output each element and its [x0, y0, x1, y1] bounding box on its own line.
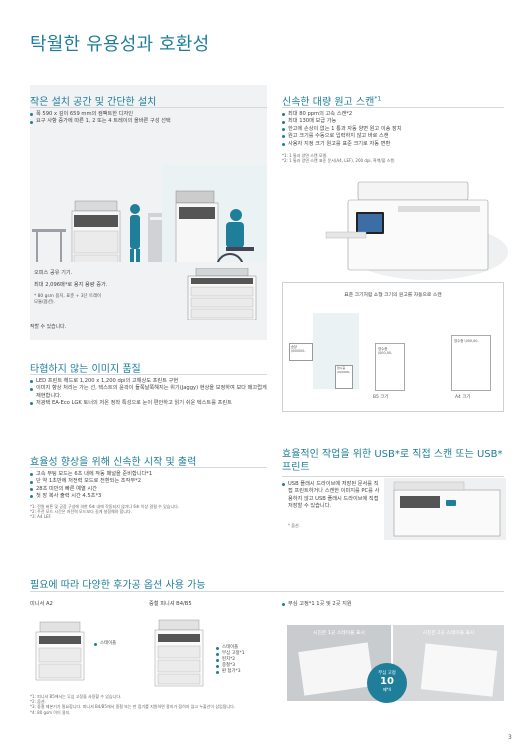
list-item: USB 플래시 드라이브에 저장된 문서를 직접 프린트하거나 스캔한 이미지를… — [282, 481, 380, 511]
productivity-bullets: 고속 부팅 모드는 6초 내에 작동 패널을 준비합니다*1 단 약 1초만에 … — [30, 471, 267, 501]
list-item: 무심 고정*1 — [216, 651, 245, 657]
list-item: 최대 130매 보급 가능 — [282, 118, 504, 125]
list-item: 저광택 EA-Eco LGK 토너의 저온 정착 특성으로 눈이 편안하고 읽기… — [30, 400, 267, 407]
mini-finisher-items: 스테이플 — [94, 641, 116, 647]
staple-photo-1-label: 시진은 1곳 스테이플 표시 — [313, 631, 365, 636]
usb-printer-image — [384, 478, 506, 540]
usb-note: * 옵션. — [288, 523, 300, 528]
list-item: 폭 590 x 깊이 659 mm의 컴팩트한 디자인 — [30, 111, 265, 118]
staple-badge: 무심 고정 10 매*4 — [367, 663, 407, 703]
list-item: 무심 고정*1 1곳 및 2곳 지원 — [282, 601, 352, 608]
office-panel: 오피스 공유 기기. 최대 2,096매*로 용지 용량 증가. * 80 gs… — [30, 262, 267, 322]
list-item: 최대 80 ppm의 고속 스캔*2 — [282, 111, 504, 118]
badge-line-2: 매*4 — [382, 687, 392, 692]
doc-invoice: 송장 \000000- — [289, 343, 313, 361]
footnote: *2: 1 통과 양면 스캔 표준 문서(A4, LEF), 200 dpi, … — [282, 158, 396, 164]
doc-label: 송장 \000000- — [291, 345, 306, 353]
staple-title: 무심 고정*1 1곳 및 2곳 지원 — [282, 601, 352, 608]
badge-number: 10 — [380, 676, 394, 687]
scanner-image — [325, 181, 508, 280]
tray-illustration — [187, 268, 257, 320]
list-item: 원고 크기를 수동으로 입력하지 않고 바로 스캔 — [282, 133, 504, 140]
usb-bullets: USB 플래시 드라이브에 저장된 문서를 직접 프린트하거나 스캔한 이미지를… — [282, 481, 380, 511]
productivity-divider — [30, 467, 267, 468]
list-item: 스테이플 — [94, 641, 116, 647]
productivity-title: 효율성 향상을 위해 신속한 시작 및 출력 — [30, 457, 197, 468]
list-item: 단 약 1초만에 저전력 모드로 전환되는 조작부*2 — [30, 478, 267, 485]
productivity-notes: *1: 전원 버튼 및 공장 구성에 의한 6초 내에 작동되지 않거나 6초 … — [30, 504, 267, 520]
doc-label: 영수증 \000,00- — [454, 339, 479, 343]
usb-title: 효율적인 작업을 위한 USB*로 직접 스캔 또는 USB* 프린트 — [282, 449, 503, 473]
finisher-notes: *1: 피니셔 B5에서는 무심 고정을 사용할 수 있습니다. *2: 옵션.… — [30, 694, 500, 715]
page-title: 탁월한 유용성과 호환성 — [30, 34, 210, 55]
finisher-divider — [30, 591, 504, 592]
install-title: 작은 설치 공간 및 간단한 설치 — [30, 97, 157, 108]
footnote: *2: 주전 모드 시간은 저전력 모드보다 길게 설정해야 합니다. — [30, 509, 132, 515]
footnote: *1: 전원 버튼 및 공장 구성에 의한 6초 내에 작동되지 않거나 6초 … — [30, 504, 180, 509]
page-number: 3 — [508, 734, 512, 741]
finisher-title: 필요에 따라 다양한 후가공 옵션 사용 가능 — [30, 580, 206, 591]
quality-title: 타협하지 않는 이미지 품질 — [30, 364, 141, 375]
office-note: * 80 gsm 용지, 표준 + 3단 트레이 모듈(옵션). — [34, 294, 102, 305]
office-line-1: 오피스 공유 기기. — [34, 270, 73, 276]
usb-divider — [282, 476, 504, 477]
list-item: 이미지 향상 처리는 가는 선, 텍스트의 윤곽이 들쭉날쭉해지는 위기(Jag… — [30, 385, 267, 400]
list-item: 고속 부팅 모드는 6초 내에 작동 패널을 준비합니다*1 — [30, 471, 267, 478]
paper-stack-1 — [298, 642, 374, 696]
staple-photo-2-label: 시진은 2곳 스테이플 표시 — [422, 631, 475, 636]
list-item: LED 프린트 헤드로 1,200 x 1,200 dpi의 고해상도 프린트 … — [30, 378, 267, 385]
scan-divider — [282, 107, 504, 108]
footnote: *2: 옵션. — [30, 699, 46, 705]
scan-title-text: 신속한 대량 원고 스캔 — [282, 97, 375, 108]
list-item: 중철*3 — [216, 663, 245, 669]
doc-a4: 영수증 \000,00- — [451, 335, 491, 391]
list-item: 28초 미만의 빠른 예열 시간 — [30, 486, 267, 493]
install-divider — [30, 107, 267, 108]
footnote: *3: A4 LEF. — [30, 514, 52, 520]
doc-label: 영수증 \000000- — [337, 366, 351, 374]
staple-photo-2: 시진은 2곳 스테이플 표시 — [393, 625, 504, 701]
paper-stack-2 — [420, 643, 498, 697]
list-item: 첫 장 복사 출력 시간 4.5초*3 — [30, 493, 267, 500]
list-item: 판 접기*3 — [216, 669, 245, 675]
footnote: *1: 1 통과 양면 스캔 모델. — [282, 153, 328, 158]
mini-finisher-title: 미니서 A2 — [30, 601, 53, 607]
doc-receipt-vertical: 영수증 \000000- — [335, 365, 353, 389]
scan-diagram: 표준 크기처럼 소형 크기의 원고를 자동으로 스캔 송장 \000000- 영… — [282, 282, 504, 412]
doc-label: 영수증 \000,00- — [378, 347, 393, 355]
badge-line-1: 무심 고정 — [378, 671, 396, 676]
footnote: *4: 80 gsm 이이 용지. — [30, 709, 71, 715]
scan-title-sup: *1 — [374, 95, 382, 103]
scan-diagram-title: 표준 크기처럼 소형 크기의 원고를 자동으로 스캔 — [344, 293, 442, 298]
list-item: 스테이플 — [216, 645, 245, 651]
size-label-a4: A4 크기 — [455, 395, 471, 400]
quality-divider — [30, 374, 267, 375]
office-line-2: 최대 2,096매*로 용지 용량 증가. — [34, 282, 108, 288]
scan-title: 신속한 대량 원고 스캔*1 — [282, 93, 381, 108]
size-label-b5: B5 크기 — [373, 395, 389, 400]
list-item: 사용자 지정 크기 원고를 표준 크기로 자동 변환 — [282, 141, 504, 148]
list-item: 요구 사항 증가에 따른 1, 2 또는 4 트레이의 올바른 구성 선택 — [30, 118, 265, 125]
scan-bullets: 최대 80 ppm의 고속 스캔*2 최대 130매 보급 가능 한고에 손상이… — [282, 111, 504, 148]
doc-b5: 영수증 \000,00- — [375, 343, 405, 391]
scan-notes: *1: 1 통과 양면 스캔 모델. *2: 1 통과 양면 스캔 표준 문서(… — [282, 153, 504, 163]
footnote: *1: 피니셔 B5에서는 무심 고정을 사용할 수 있습니다. — [30, 694, 122, 699]
list-item: 펀치*2 — [216, 657, 245, 663]
mid-finisher-title: 중철 피니셔 B4/B5 — [149, 601, 192, 607]
mid-finisher-items: 스테이플 무심 고정*1 펀치*2 중철*3 판 접기*3 — [216, 645, 245, 675]
mid-finisher-image — [154, 619, 204, 687]
mini-finisher-image — [35, 621, 85, 681]
quality-bullets: LED 프린트 헤드로 1,200 x 1,200 dpi의 고해상도 프린트 … — [30, 378, 267, 408]
list-item: 한고에 손상이 없는 1 통과 자동 양면 원고 이송 장치 — [282, 126, 504, 133]
footnote: *3: 중철 제본기가 필요합니다. 피니셔 B4/B5에서 중철 또는 판 접… — [30, 704, 236, 710]
install-bullets: 폭 590 x 깊이 659 mm의 컴팩트한 디자인 요구 사항 증가에 따른… — [30, 111, 265, 126]
